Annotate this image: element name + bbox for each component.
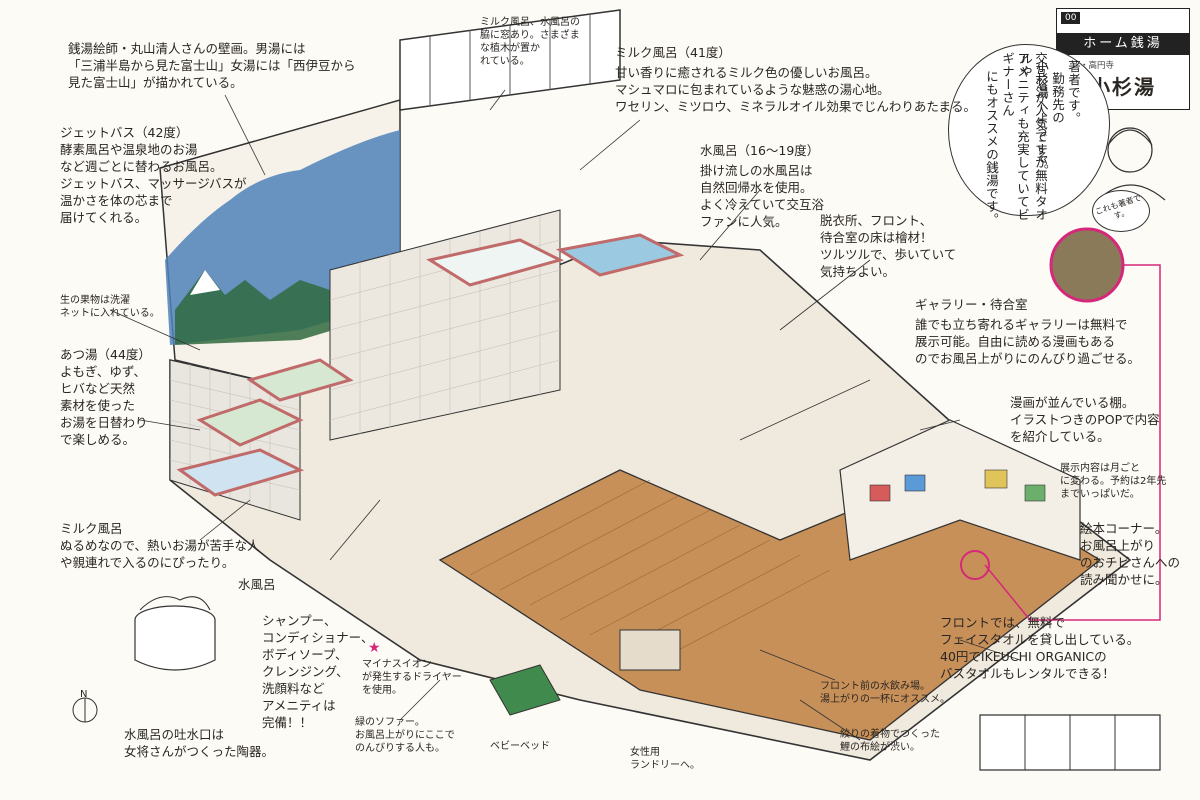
jet-bath	[246, 358, 354, 402]
negative-ion-star-icon: ★	[368, 640, 381, 656]
locker-shelf	[619, 629, 681, 671]
intro-col3: 小杉湯へようこそ。	[1034, 60, 1049, 177]
jet-bath-note: ジェットバス（42度） 酵素風呂や温泉地のお湯 など週ごとに替わるお風呂。 ジェ…	[60, 125, 247, 225]
green-sofa	[489, 664, 561, 716]
water-spot-note: フロント前の水飲み場。 湯上がりの一杯にオススメ。	[820, 681, 950, 705]
series-title: ホーム銭湯	[1057, 33, 1189, 55]
milk-bath	[426, 238, 565, 287]
cold-bath-label: 水風呂	[238, 577, 276, 592]
page-number: 00	[1061, 12, 1081, 24]
mural-note: 銭湯絵師・丸山清人さんの壁画。男湯には 「三浦半島から見た富士山」女湯には「西伊…	[68, 41, 356, 90]
north-label: N	[80, 689, 88, 700]
cold-bath-title: 水風呂（16〜19度）	[700, 143, 820, 158]
spout-note: 水風呂の吐水口は 女将さんがつくった陶器。	[124, 727, 275, 759]
cold-bath	[555, 233, 685, 277]
intro-bubble	[948, 44, 1110, 216]
hot-bath	[196, 398, 304, 447]
intro-col2: 勤務先の	[1050, 72, 1065, 124]
baby-bed-note: ベビーベッド	[490, 741, 550, 752]
green-sofa-note: 緑のソファー。 お風呂上がりにここで のんびりする人も。	[355, 717, 455, 754]
picture-book-note: 絵本コーナー。 お風呂上がり のおチビさんへの 読み聞かせに。	[1080, 521, 1181, 587]
intro-col1: 著者です。	[1066, 60, 1081, 125]
gallery-title: ギャラリー・待合室	[915, 297, 1028, 312]
negative-ion-note: マイナスイオン が発生するドライヤー を使用。	[362, 659, 462, 696]
location: 東京・高円寺	[1063, 61, 1115, 71]
window-note: ミルク風呂、水風呂の 脇に窓あり。さまざま な植木が置か れている。	[480, 17, 580, 67]
hot-bath-note: あつ湯（44度） よもぎ、ゆず、 ヒバなど天然 素材を使った お湯を日替わり で…	[60, 347, 151, 447]
gallery-desc: 誰でも立ち寄れるギャラリーは無料で 展示可能。自由に読める漫画もある のでお風呂…	[915, 317, 1141, 366]
exhibit-note: 展示内容は月ごと に変わる。予約は2年先 までいっぱいだ。	[1060, 463, 1167, 500]
intro-col6: にもオススメの銭湯です。	[984, 70, 999, 226]
amenities-note: シャンプー、 コンディショナー、 ボディソープ、 クレンジング、 洗顔料など ア…	[262, 613, 374, 730]
intro-col4: 交互浴が人気ですが無料タオルや	[1018, 52, 1048, 221]
milk-bath-women	[176, 448, 305, 497]
front-desk-note: フロントでは、無料で フェイスタオルを貸し出している。 40円でIKEUCHI …	[940, 615, 1140, 681]
north-arrow-icon	[72, 697, 98, 723]
milk-bath-title: ミルク風呂（41度）	[615, 45, 731, 60]
author-inset-circle	[1049, 227, 1125, 303]
cold-bath-desc: 掛け流しの水風呂は 自然回帰水を使用。 よく冷えていて交互浴 ファンに人気。	[700, 163, 825, 229]
author-speech-bubble	[1092, 190, 1150, 232]
milk-bath-desc: 甘い香りに癒されるミルク色の優しいお風呂。 マシュマロに包まれているような魅惑の…	[615, 65, 977, 114]
manga-shelf-note: 漫画が並んでいる棚。 イラストつきのPOPで内容 を紹介している。	[1010, 395, 1160, 444]
fruit-note: 生の果物は洗濯 ネットに入れている。	[60, 295, 160, 319]
gallery-wall	[839, 419, 1081, 561]
changing-room-note: 脱衣所、フロント、 待合室の床は檜材！ ツルツルで、歩いていて 気持ちよい。	[820, 213, 957, 279]
noren-note: 絞りの着物でつくった 鯉の布絵が渋い。	[840, 729, 940, 753]
intro-col5: アメニティも充実していてビギナーさん	[1000, 52, 1030, 221]
laundry-note: 女性用 ランドリーへ。	[630, 747, 700, 771]
milk-bath-2-note: ミルク風呂 ぬるめなので、熱いお湯が苦手な人 や親連れで入るのにぴったり。	[60, 521, 260, 570]
